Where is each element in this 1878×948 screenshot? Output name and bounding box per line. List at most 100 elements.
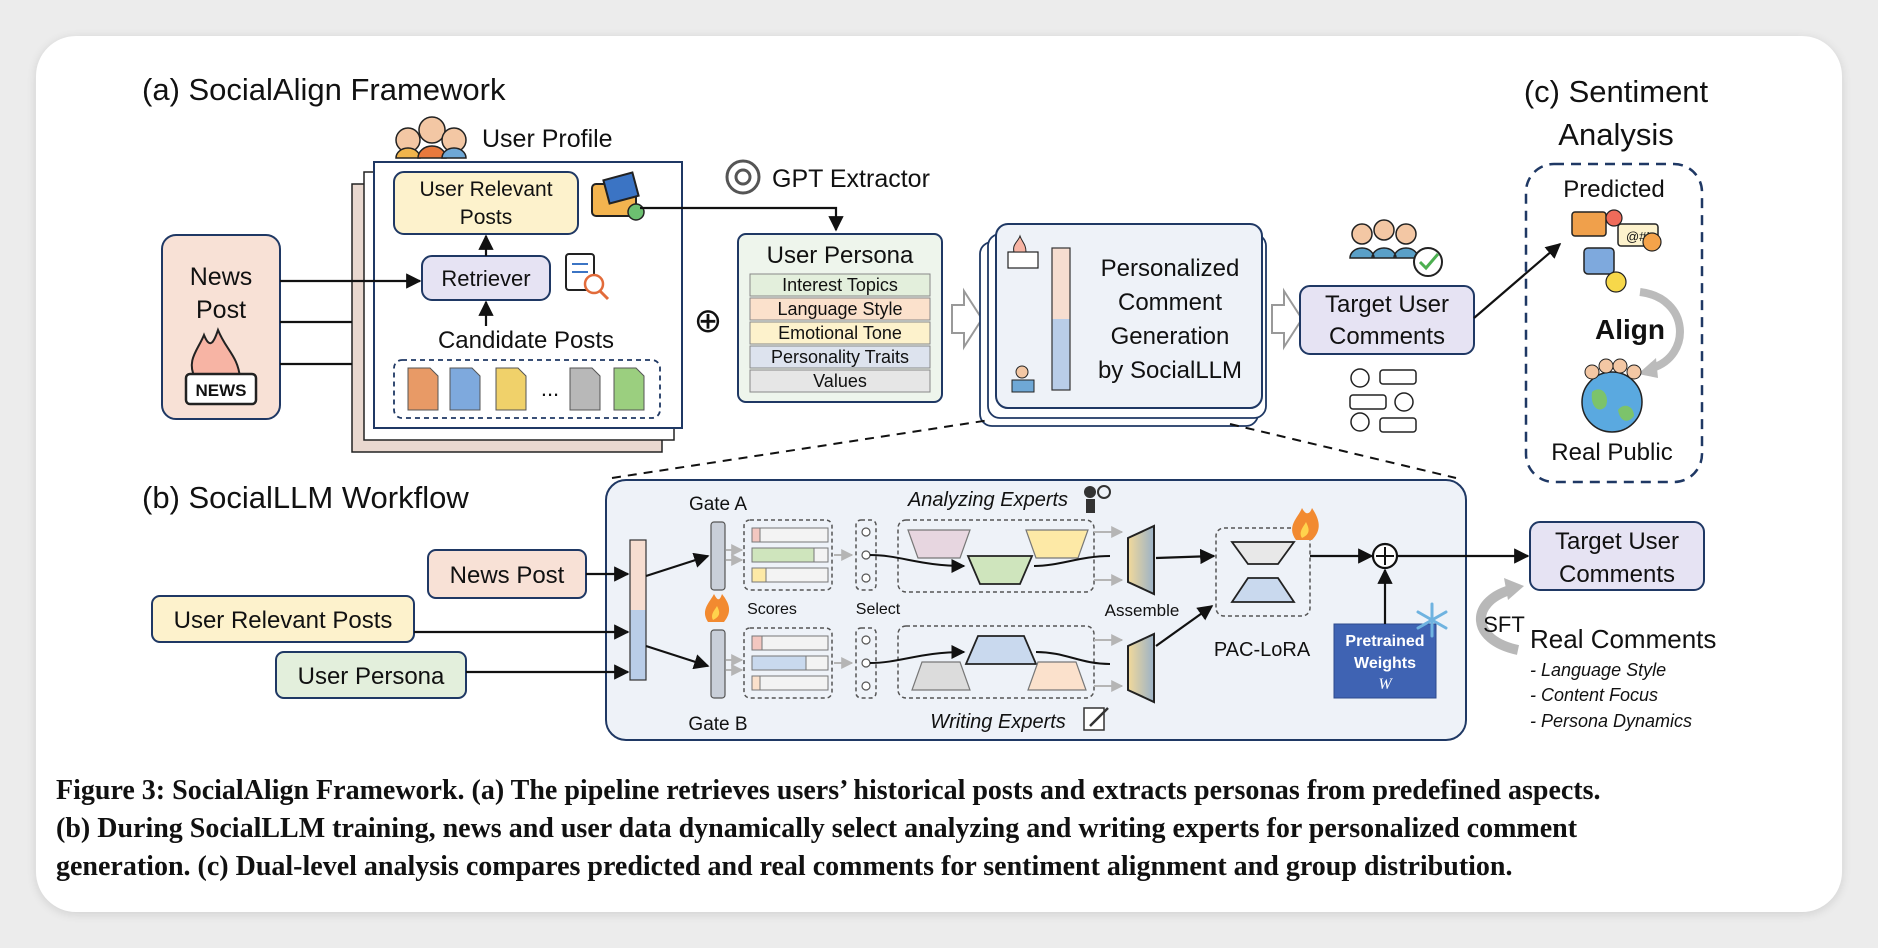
caption-line-3: generation. (c) Dual-level analysis comp… [56,851,1513,882]
pretrained-weights-line1: Pretrained [1345,633,1424,650]
generation-line3: Generation [1111,323,1230,350]
real-comment-item-content-focus: - Content Focus [1530,685,1658,705]
document-search-icon [565,253,610,301]
pretrained-weights-box [1333,623,1437,699]
sft-arrow-head [1504,578,1524,600]
b-user-persona-box [275,651,467,699]
figure-card [36,36,1842,912]
b-token-column [629,539,647,681]
comment-chat-icon [1349,368,1417,433]
arrow-analyzing-out [1033,555,1111,567]
pac-lora-box [1215,527,1311,617]
analyzing-experts-box [897,519,1095,593]
assemble-label: Assemble [1105,601,1180,620]
writing-expert-3 [1027,661,1087,691]
target-comments-box-a [1299,285,1475,355]
select-label: Select [856,601,901,618]
analyzing-expert-2 [966,555,1034,585]
generation-line1: Personalized [1101,255,1240,282]
news-post-label-line1: News [190,263,253,291]
persona-item-bg-4 [749,369,931,393]
persona-item-bg-3 [749,345,931,369]
user-profile-label: User Profile [482,125,613,153]
news-fire-icon: NEWS [184,327,258,406]
sft-label: SFT [1483,612,1525,637]
analyzing-experts-label: Analyzing Experts [907,489,1068,511]
magnifier-person-icon [1084,485,1111,513]
hollow-arrow-generation-to-target [1271,287,1304,351]
gate-a [710,521,726,591]
persona-item-values: Values [813,371,867,391]
user-group-icon [395,116,467,159]
scores-box-b [743,627,833,699]
writing-pen-icon [1083,707,1109,731]
assemble-block-b [1127,632,1155,704]
analyzing-expert-3 [1025,529,1089,559]
arrow-target-to-predicted [1473,242,1562,319]
generation-line2: Comment [1118,289,1222,316]
socialllm-workflow-panel [605,479,1467,741]
persona-item-language-style: Language Style [777,299,902,319]
arrow-assemble-b-to-lora [1155,605,1214,647]
hollow-arrow-persona-to-generation [951,287,984,351]
pac-lora-up-projection [1230,577,1296,603]
gate-b [710,629,726,699]
assemble-block-a [1127,524,1155,596]
svg-text:NEWS: NEWS [196,381,247,400]
user-relevant-posts-line1: User Relevant [419,178,552,201]
writing-expert-1 [911,661,971,691]
b-user-persona-label: User Persona [298,663,445,690]
sft-curved-arrow [1476,585,1520,655]
b-user-relevant-posts-box [151,595,415,643]
caption-line-2: (b) During SocialLLM training, news and … [56,813,1578,844]
news-post-label-line2: Post [196,296,246,324]
section-b-title: (b) SocialLLM Workflow [142,480,469,515]
target-comments-a-line1: Target User [1325,291,1449,318]
arrow-column-to-gate-a [645,552,710,578]
real-comments-label: Real Comments [1530,624,1716,654]
arrow-column-to-gate-b [645,644,710,670]
generation-line4: by SocialLLM [1098,357,1242,384]
section-c-title-line1: (c) Sentiment [1524,74,1709,109]
section-a-title: (a) SocialAlign Framework [142,72,506,107]
candidate-posts-box [393,359,661,419]
align-label: Align [1595,314,1665,345]
writing-expert-2 [964,635,1038,665]
pac-lora-down-projection [1230,541,1296,565]
arrow-posts-to-persona [640,206,844,232]
pretrained-weights-line2: Weights [1354,655,1416,672]
pac-lora-fire-icon [1292,508,1319,540]
writing-experts-label: Writing Experts [930,711,1066,733]
real-public-label: Real Public [1551,439,1672,466]
pac-lora-label: PAC-LoRA [1214,639,1311,661]
gpt-extractor-label: GPT Extractor [772,165,930,193]
small-news-icon [1007,234,1039,269]
target-comments-b-line2: Comments [1559,561,1675,588]
zoom-line-right [1229,423,1457,479]
real-public-globe-icon [1581,358,1643,433]
candidate-ellipsis: ... [541,376,559,401]
predicted-label: Predicted [1563,176,1664,203]
arrow-select-to-analyzing [869,554,966,573]
section-c-title-line2: Analysis [1558,117,1673,152]
caption-line-1: Figure 3: SocialAlign Framework. (a) The… [56,775,1601,806]
b-news-post-label: News Post [450,562,565,589]
persona-item-bg-2 [749,321,931,345]
predicted-emotion-icons: @#! [1571,209,1662,293]
retriever-label: Retriever [441,266,530,291]
user-persona-title: User Persona [767,242,914,269]
real-comment-item-persona-dynamics: - Persona Dynamics [1530,711,1692,731]
figure-caption: Figure 3: SocialAlign Framework. (a) The… [56,772,1836,886]
trainable-fire-icon [704,594,730,622]
persona-item-bg-1 [749,297,931,321]
persona-item-personality-traits: Personality Traits [771,347,909,367]
arrow-writing-out [1035,651,1111,665]
plus-symbol: ⊕ [694,302,723,340]
pretrained-weights-symbol: W [1378,676,1393,693]
user-relevant-posts-box [393,171,579,235]
candidate-document-icons [407,367,645,411]
target-comments-box-b [1529,521,1705,591]
gate-a-label: Gate A [689,494,747,515]
persona-item-emotional-tone: Emotional Tone [778,323,902,343]
